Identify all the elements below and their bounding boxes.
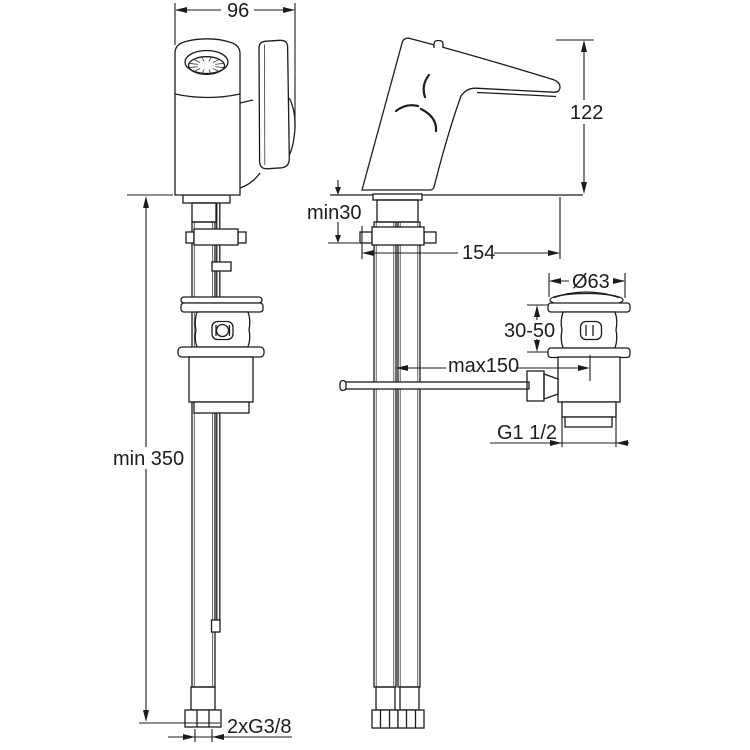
dimension-waste-thread: G1 1/2	[490, 404, 629, 447]
body-seam-line	[174, 93, 241, 99]
waste-diameter-label: Ø63	[572, 271, 610, 293]
handle-pin	[433, 39, 444, 48]
rod-ball-joint	[526, 370, 559, 402]
body-height-label: 122	[570, 102, 603, 124]
spout-width-label: 96	[227, 0, 249, 22]
front-hose-nut	[184, 686, 222, 728]
waste-lever-slot-side	[579, 320, 603, 341]
waste-thread-label: G1 1/2	[497, 422, 557, 444]
front-lever-handle	[239, 39, 296, 189]
dimension-waste-height-range: 30-50	[504, 304, 555, 353]
deck-thickness-label: min30	[307, 202, 361, 224]
front-shank	[182, 194, 231, 223]
spout-edge-line	[476, 91, 557, 98]
handle-motion-arcs	[394, 73, 438, 133]
front-view	[174, 38, 296, 728]
aerator-top	[184, 49, 229, 75]
waste-lever-slot	[211, 320, 234, 341]
side-shank	[372, 193, 423, 223]
side-supply-hoses	[373, 221, 421, 688]
dimension-body-depth: 154	[361, 197, 561, 264]
front-mounting-bracket	[185, 228, 247, 246]
side-popup-waste	[526, 291, 631, 428]
waste-height-range-label: 30-50	[504, 320, 555, 342]
hose-thread-label: 2xG3/8	[227, 716, 291, 738]
dimension-body-height: 122	[556, 39, 603, 194]
side-hose-nuts	[371, 686, 425, 729]
rod-end-cap	[339, 379, 347, 392]
dimension-spout-width: 96	[174, 0, 296, 128]
side-mounting-bracket	[359, 226, 437, 246]
dimension-rod-reach: max150	[396, 355, 591, 381]
front-popup-waste	[177, 296, 265, 414]
rod-foot	[210, 619, 221, 633]
rod-clip	[211, 261, 232, 272]
waste-cap-dome	[553, 291, 620, 299]
dimension-hose-length: min 350	[113, 194, 220, 724]
side-view	[330, 37, 631, 729]
front-faucet-body	[174, 38, 296, 196]
rod-reach-label: max150	[448, 355, 519, 377]
dimension-waste-diameter: Ø63	[548, 271, 626, 298]
body-depth-label: 154	[462, 242, 495, 264]
front-supply-hose	[191, 221, 216, 688]
dimensions: 96 122 min30 154	[113, 0, 629, 742]
dimension-hose-thread: 2xG3/8	[168, 716, 292, 742]
horizontal-popup-rod	[339, 379, 530, 392]
dimension-deck-thickness: min30	[307, 180, 361, 244]
side-faucet-body	[361, 37, 561, 191]
hose-length-label: min 350	[113, 448, 184, 470]
